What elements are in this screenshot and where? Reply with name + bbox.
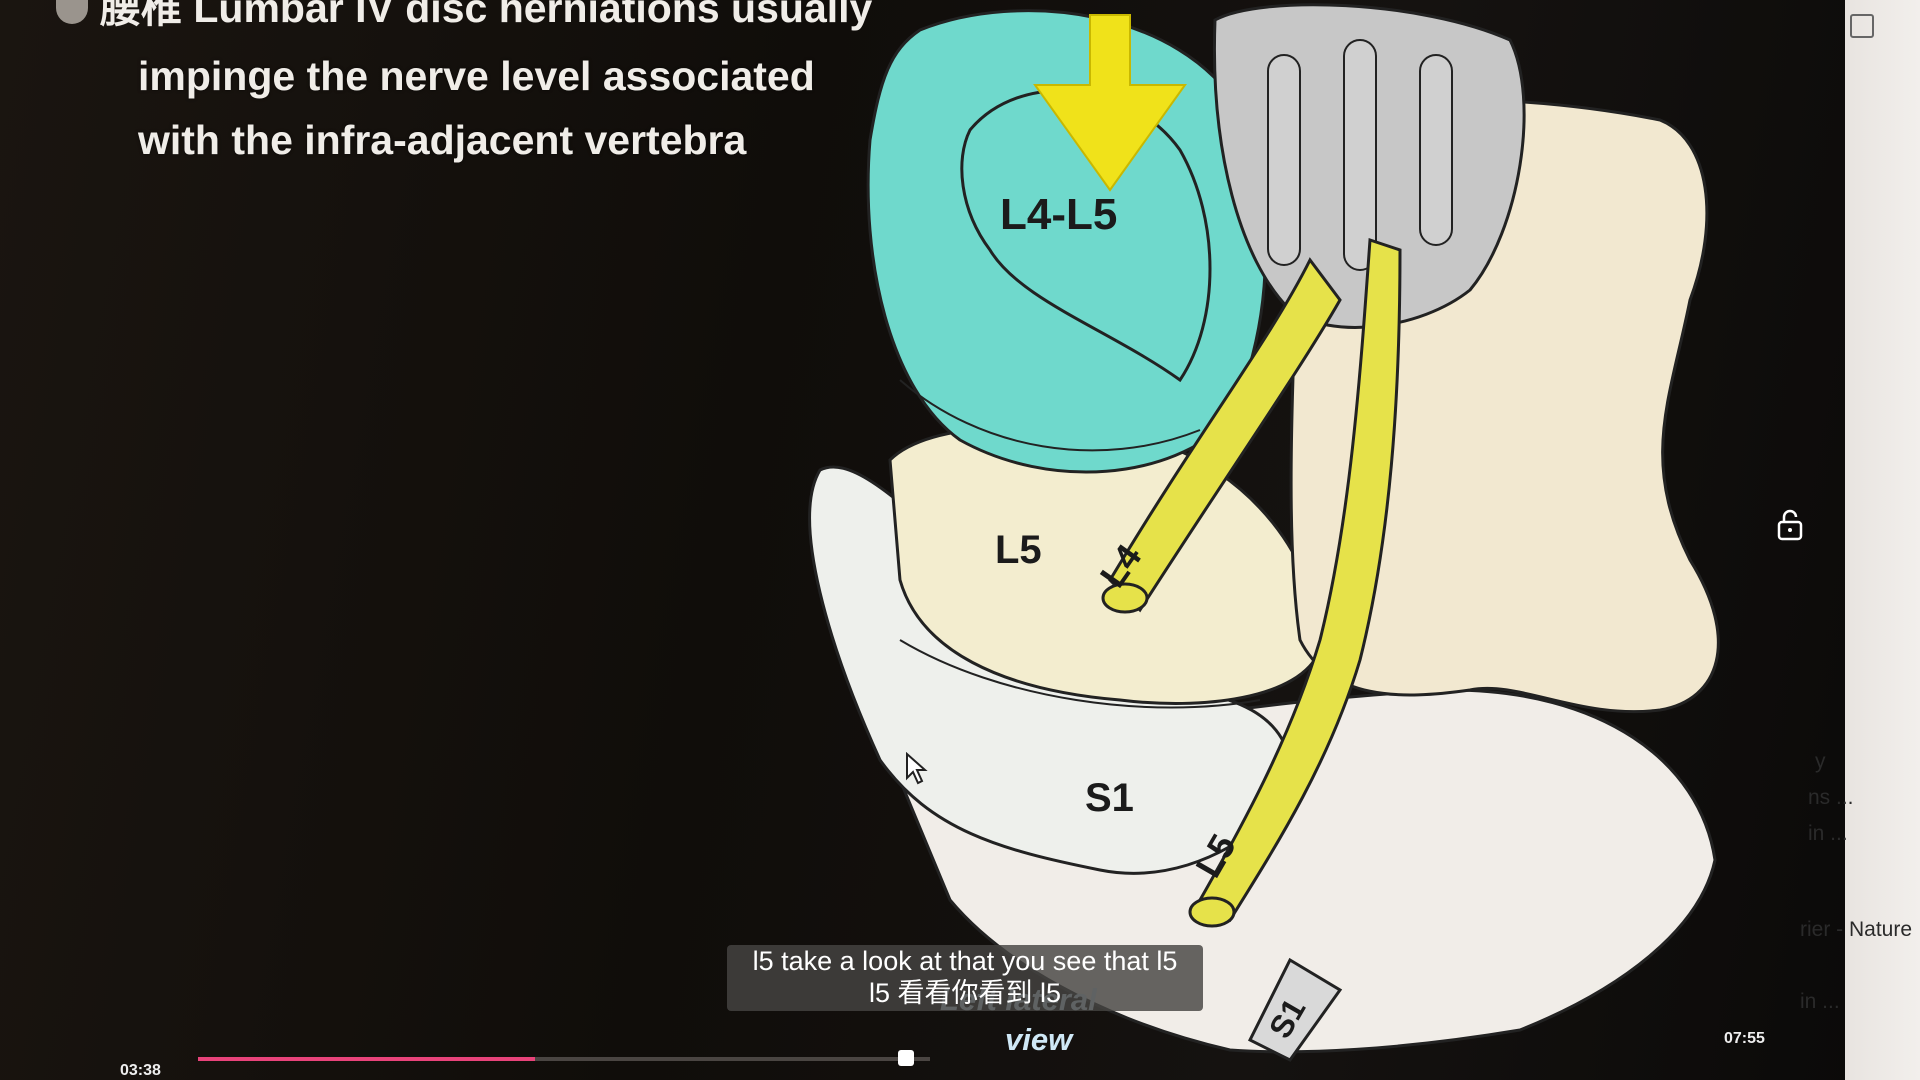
headline: impinge the nerve level associated with … — [138, 44, 898, 172]
subtitle-line-1: l5 take a look at that you see that l5 — [752, 946, 1178, 976]
progress-knob[interactable] — [898, 1050, 914, 1066]
caption-line-2: view — [1005, 1022, 1073, 1057]
side-item-5[interactable]: in ... — [1800, 990, 1840, 1013]
nerve-root-l4 — [1108, 257, 1342, 613]
progress-bar[interactable] — [198, 1057, 930, 1061]
impingement-arrow-icon — [1033, 14, 1187, 192]
side-panel — [1845, 0, 1920, 1080]
cauda-root-2 — [1343, 39, 1377, 271]
mouse-pointer-icon — [906, 752, 928, 785]
label-vertebra-l5: L5 — [995, 528, 1042, 572]
subtitle-line-2: l5 看看你看到 l5 — [868, 978, 1062, 1008]
calendar-icon[interactable] — [1850, 14, 1874, 38]
side-item-2[interactable]: ns ... — [1808, 786, 1854, 809]
side-item-4[interactable]: rier - Nature — [1800, 918, 1913, 941]
nerve-root-l4-end — [1101, 582, 1149, 614]
nerve-root-s1 — [1247, 957, 1343, 1062]
cauda-root-3 — [1419, 54, 1453, 246]
total-time: 07:55 — [1724, 1030, 1765, 1047]
l4-l5-disc — [866, 9, 1267, 474]
cauda-root-1 — [1267, 54, 1301, 266]
progress-fill — [198, 1057, 535, 1061]
unlock-icon[interactable] — [1776, 508, 1806, 542]
nerve-root-l5-end — [1188, 896, 1236, 928]
video-player[interactable]: 腰椎 Lumbar IV disc herniations usually im… — [0, 0, 1860, 1080]
headline-line-2: with the infra-adjacent vertebra — [138, 117, 747, 163]
headline-line-1: impinge the nerve level associated — [138, 53, 815, 99]
label-vertebra-s1: S1 — [1085, 776, 1134, 820]
side-item-1[interactable]: y — [1815, 750, 1826, 773]
subtitle-box: l5 take a look at that you see that l5 l… — [727, 945, 1203, 1011]
side-item-3[interactable]: in ... — [1808, 822, 1848, 845]
s1-rim — [899, 639, 1261, 709]
headline-cut-line: 腰椎 Lumbar IV disc herniations usually — [100, 0, 873, 31]
disc-rim — [899, 379, 1201, 452]
current-time: 03:38 — [120, 1062, 161, 1079]
label-disc-l4-l5: L4-L5 — [1000, 190, 1118, 239]
spine-illustration — [808, 3, 1720, 1062]
